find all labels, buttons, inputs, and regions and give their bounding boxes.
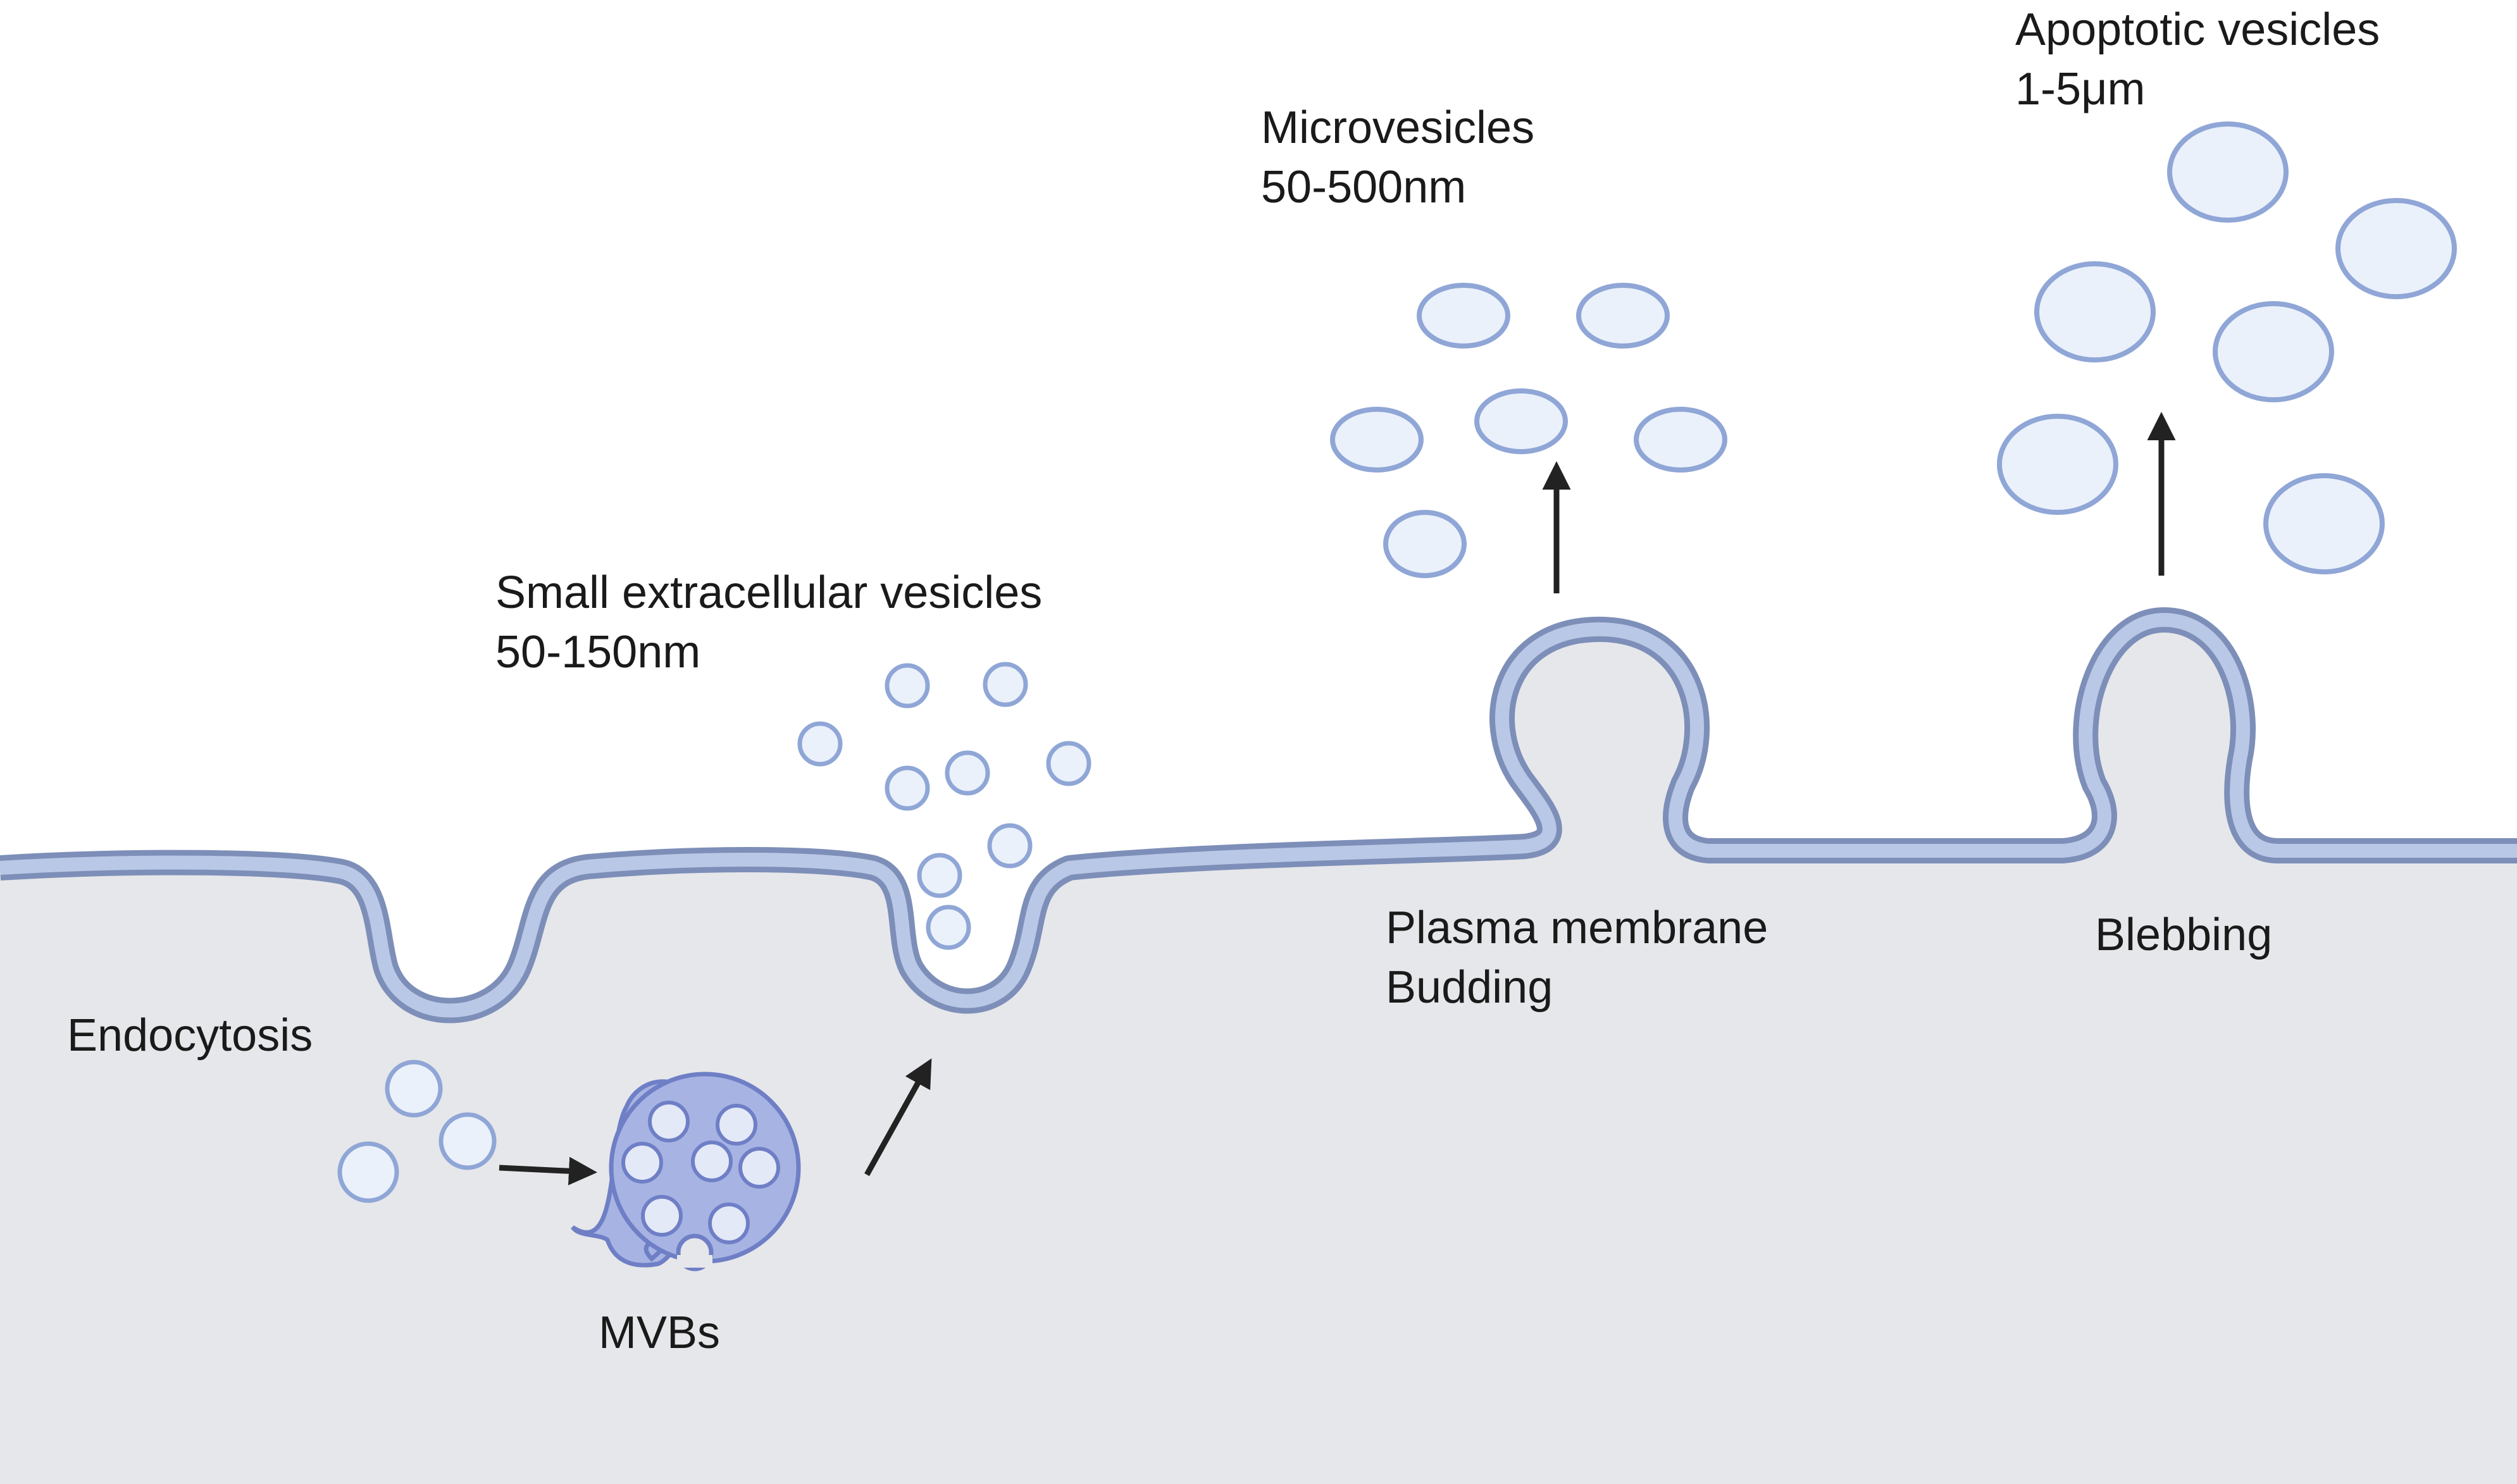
sev-label: Small extracellular vesicles 50-150nm (495, 563, 1042, 682)
endocytic-vesicle (385, 1060, 443, 1118)
plasma-membrane-inner (0, 613, 2517, 1018)
mvbs-text: MVBs (599, 1308, 721, 1358)
budding-text: Budding (1386, 962, 1553, 1013)
small-extracellular-vesicles (797, 662, 1091, 950)
microvesicle (1383, 510, 1467, 578)
endocytosis-text: Endocytosis (67, 1010, 313, 1061)
sev-size: 50-150nm (495, 627, 701, 677)
budding-label: Plasma membrane Budding (1386, 898, 1768, 1017)
microvesicle (1634, 407, 1727, 473)
small-vesicle (983, 662, 1028, 707)
apoptotic-size: 1-5μm (2015, 64, 2146, 114)
apoptotic-vesicle (1997, 414, 2118, 515)
apoptotic-vesicle (2335, 198, 2457, 299)
apoptotic-title: Apoptotic vesicles (2015, 4, 2380, 55)
small-vesicle (926, 905, 971, 950)
apoptotic-vesicle (2263, 473, 2385, 574)
small-vesicle (885, 765, 930, 811)
microvesicles-size: 50-500nm (1261, 162, 1467, 213)
apoptotic-vesicle (2167, 121, 2289, 223)
arrow-mvb-to-membrane (864, 1058, 932, 1177)
small-vesicle (797, 721, 843, 767)
small-vesicle (945, 750, 990, 796)
microvesicles (1330, 283, 1727, 578)
small-vesicle (1046, 741, 1091, 786)
small-vesicle (987, 823, 1033, 869)
plasma-membrane-text: Plasma membrane (1386, 903, 1768, 953)
mvbs-label: MVBs (599, 1303, 720, 1363)
blebbing-text: Blebbing (2095, 910, 2273, 960)
endocytic-vesicle (438, 1112, 497, 1170)
endocytosis-label: Endocytosis (67, 1006, 313, 1065)
arrow-endocytosis-to-mvb (499, 1156, 597, 1185)
microvesicles-label: Microvesicles 50-500nm (1261, 98, 1534, 217)
microvesicle (1474, 388, 1568, 454)
microvesicle (1576, 283, 1670, 349)
apoptotic-vesicles (1997, 121, 2457, 574)
endocytic-vesicle (337, 1141, 399, 1203)
apoptotic-vesicle (2213, 301, 2334, 402)
mvb-icon (571, 1072, 801, 1271)
microvesicle (1330, 407, 1424, 473)
cytoplasm (0, 620, 2517, 1484)
small-vesicle (885, 663, 930, 708)
endocytosed-vesicles (337, 1060, 497, 1203)
sev-title: Small extracellular vesicles (495, 567, 1043, 618)
apoptotic-vesicle (2034, 261, 2156, 362)
apoptotic-label: Apoptotic vesicles 1-5μm (2015, 0, 2380, 119)
blebbing-label: Blebbing (2095, 905, 2272, 965)
arrows (499, 412, 2176, 1185)
microvesicle (1417, 283, 1510, 349)
small-vesicle (917, 853, 962, 898)
microvesicles-title: Microvesicles (1261, 102, 1535, 153)
